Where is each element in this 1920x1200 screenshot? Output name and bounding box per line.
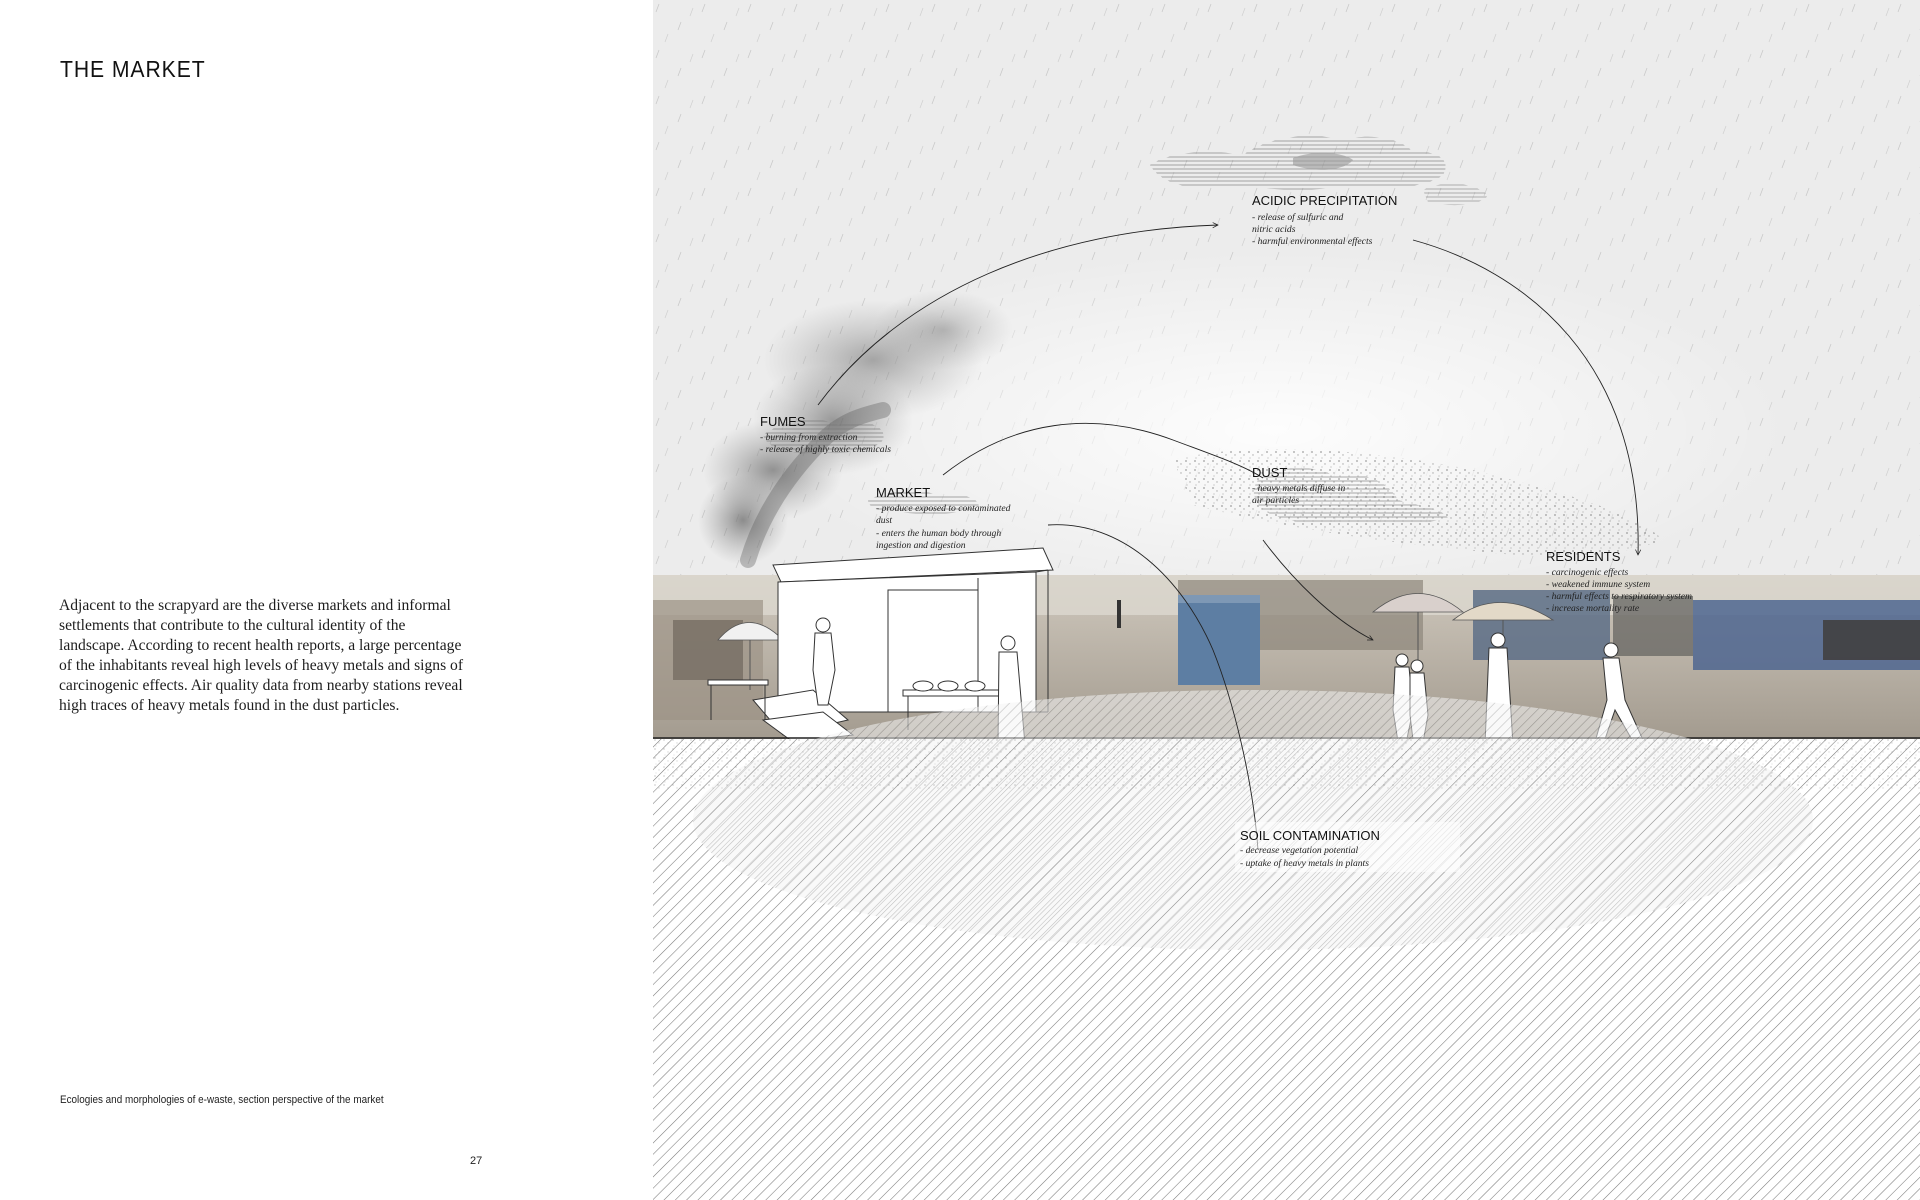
soil-note-2: - uptake of heavy metals in plants	[1240, 858, 1369, 869]
residents-note-3: - harmful effects to respiratory system	[1546, 591, 1692, 602]
market-title: MARKET	[876, 485, 930, 500]
residents-note-4: - increase mortality rate	[1546, 603, 1640, 614]
body-paragraph: Adjacent to the scrapyard are the divers…	[59, 597, 464, 714]
annotation-dust: DUST - heavy metals diffuse in air parti…	[1252, 465, 1345, 506]
soil-contamination-zone	[693, 690, 1813, 950]
soil-title: SOIL CONTAMINATION	[1240, 828, 1380, 843]
market-note-1: - produce exposed to contaminated	[876, 503, 1011, 514]
residents-note-1: - carcinogenic effects	[1546, 567, 1628, 578]
fumes-note-2: - release of highly toxic chemicals	[760, 444, 891, 455]
acidic-cloud	[1150, 135, 1488, 206]
flow-arrows	[817, 225, 1638, 851]
acidic-note-2: nitric acids	[1252, 224, 1296, 235]
annotation-fumes: FUMES - burning from extraction - releas…	[760, 414, 891, 455]
market-note-2: dust	[876, 515, 892, 526]
annotation-residents: RESIDENTS - carcinogenic effects - weake…	[1546, 549, 1692, 614]
annotation-soil-contamination: SOIL CONTAMINATION - decrease vegetation…	[1235, 822, 1460, 872]
market-cloud	[868, 490, 979, 514]
market-kiosk	[707, 547, 1054, 743]
market-note-3: - enters the human body through	[876, 528, 1001, 539]
soil-note-1: - decrease vegetation potential	[1240, 845, 1359, 856]
acidic-note-1: - release of sulfuric and	[1252, 212, 1344, 223]
fumes-cloud	[763, 419, 884, 454]
fumes-title: FUMES	[760, 414, 806, 429]
left-page: THE MARKET Adjacent to the scrapyard are…	[0, 0, 653, 1200]
dust-note-2: air particles	[1252, 495, 1299, 506]
figure-caption: Ecologies and morphologies of e-waste, s…	[60, 1094, 384, 1106]
acidic-note-3: - harmful environmental effects	[1252, 236, 1373, 247]
section-perspective-illustration: ACIDIC PRECIPITATION - release of sulfur…	[653, 0, 1920, 1200]
fumes-note-1: - burning from extraction	[760, 432, 858, 443]
page-number: 27	[470, 1155, 483, 1167]
residents-note-2: - weakened immune system	[1546, 579, 1650, 590]
page-title: THE MARKET	[60, 56, 206, 82]
illustration-svg: ACIDIC PRECIPITATION - release of sulfur…	[653, 0, 1920, 1200]
dust-title: DUST	[1252, 465, 1287, 480]
dust-cloud	[1173, 449, 1663, 557]
dust-note-1: - heavy metals diffuse in	[1252, 483, 1345, 494]
annotation-acidic-precipitation: ACIDIC PRECIPITATION - release of sulfur…	[1252, 193, 1397, 247]
market-note-4: ingestion and digestion	[876, 540, 966, 551]
acidic-title: ACIDIC PRECIPITATION	[1252, 193, 1397, 208]
residents-title: RESIDENTS	[1546, 549, 1621, 564]
annotation-market: MARKET - produce exposed to contaminated…	[876, 485, 1011, 551]
